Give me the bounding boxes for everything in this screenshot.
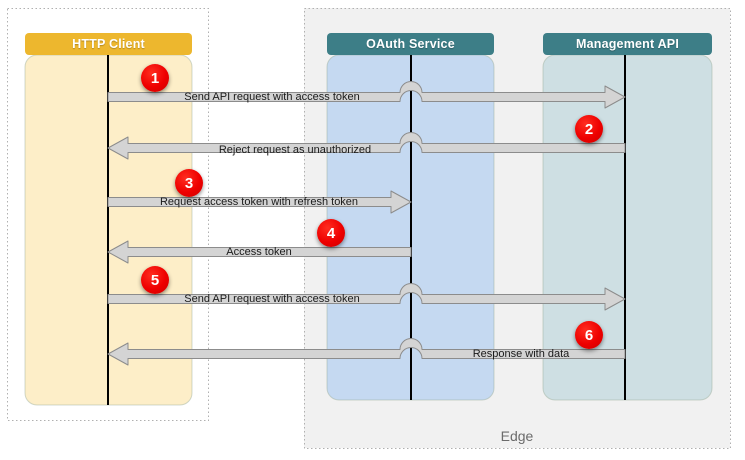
group-frame-client-group bbox=[7, 8, 209, 421]
group-label-edge-group: Edge bbox=[500, 428, 534, 444]
message-arrow-6 bbox=[107, 338, 626, 366]
step-badge-3[interactable]: 3 bbox=[175, 169, 203, 197]
step-badge-number: 1 bbox=[150, 69, 160, 87]
step-badge-1[interactable]: 1 bbox=[141, 64, 169, 92]
message-arrow-4 bbox=[107, 240, 412, 264]
lane-header-http-client[interactable]: HTTP Client bbox=[25, 33, 192, 55]
step-badge-number: 4 bbox=[326, 224, 336, 242]
message-label-1: Send API request with access token bbox=[184, 91, 360, 103]
message-label-6: Response with data bbox=[472, 348, 570, 360]
step-badge-number: 6 bbox=[584, 326, 594, 344]
message-arrow-1 bbox=[107, 81, 626, 109]
message-arrow-5 bbox=[107, 283, 626, 311]
lane-header-management-api[interactable]: Management API bbox=[543, 33, 712, 55]
message-arrow-3 bbox=[107, 190, 412, 214]
step-badge-6[interactable]: 6 bbox=[575, 321, 603, 349]
step-badge-5[interactable]: 5 bbox=[141, 266, 169, 294]
message-label-2: Reject request as unauthorized bbox=[218, 144, 372, 156]
step-badge-number: 3 bbox=[184, 174, 194, 192]
message-label-3: Request access token with refresh token bbox=[159, 196, 359, 208]
step-badge-2[interactable]: 2 bbox=[575, 115, 603, 143]
message-label-4: Access token bbox=[226, 246, 292, 258]
step-badge-number: 2 bbox=[584, 120, 594, 138]
group-frame-edge-group bbox=[304, 8, 731, 449]
message-arrows-layer bbox=[107, 81, 626, 366]
lane-header-label: OAuth Service bbox=[366, 37, 455, 51]
lane-header-label: HTTP Client bbox=[72, 37, 145, 51]
lane-header-oauth-service[interactable]: OAuth Service bbox=[327, 33, 494, 55]
message-arrow-2 bbox=[107, 132, 626, 160]
step-badge-4[interactable]: 4 bbox=[317, 219, 345, 247]
message-label-5: Send API request with access token bbox=[184, 293, 360, 305]
lane-header-label: Management API bbox=[575, 37, 680, 51]
step-badge-number: 5 bbox=[150, 271, 160, 289]
